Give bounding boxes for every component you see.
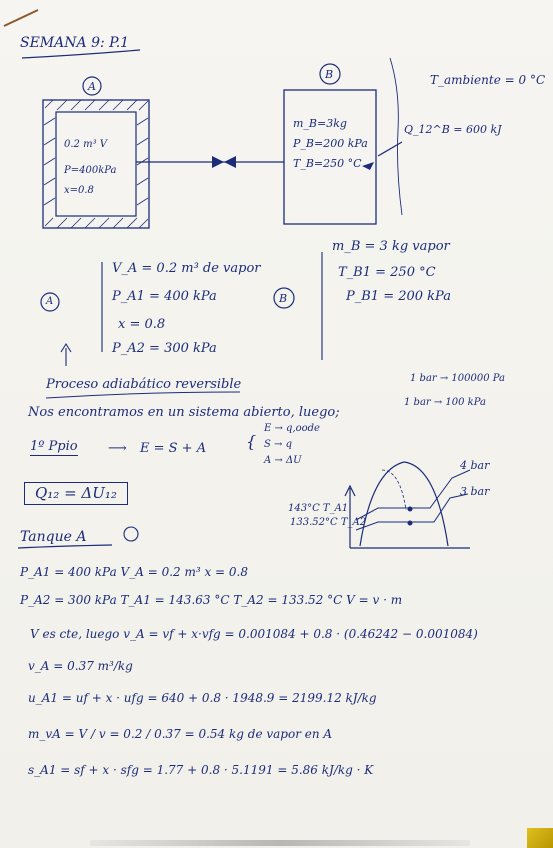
ts-label-t2: 133.52°C T_A2 [290,517,367,528]
given-a-line-4: P_A2 = 300 kPa [112,341,217,356]
tank-b-line-1: m_B=3kg [293,117,347,130]
tank-a-hatching [43,99,149,229]
valve-icon [212,156,236,168]
conversion-2: 1 bar → 100 kPa [404,397,486,408]
heat-arrow-icon [362,162,374,170]
ambient-temperature: T_ambiente = 0 °C [430,73,546,87]
result-box: Q₁₂ = ΔU₁₂ [24,482,128,505]
isobar-high [355,469,471,521]
process-statement: Proceso adiabático reversible [46,377,242,392]
tank-b-label: B [325,68,334,81]
given-a-line-2: P_A1 = 400 kPa [112,289,217,304]
up-arrow-icon [60,342,72,353]
given-b-line-3: P_B1 = 200 kPa [346,289,451,304]
given-b-line-1: m_B = 3 kg vapor [332,239,450,254]
given-a-line-3: x = 0.8 [118,317,166,332]
section-underline [17,544,113,549]
given-b-label: B [279,292,288,305]
state-point-2 [407,520,413,526]
row-3: V es cte, luego v_A = vf + x·vfg = 0.001… [30,627,478,641]
row-6: m_vA = V / v = 0.2 / 0.37 = 0.54 kg de v… [28,727,333,741]
ts-dome [359,461,449,547]
isobar-low [355,493,469,531]
given-a-line-1: V_A = 0.2 m³ de vapor [112,261,261,276]
tank-a-label-circle [82,76,102,96]
tank-b-line-3: T_B=250 °C [293,157,362,170]
title-underline [21,49,141,59]
corner-tab [527,828,553,848]
first-law-equation: E = S + A [140,441,207,456]
legend-line-1: E → q,oode [264,423,320,434]
page-title: SEMANA 9: P.1 [20,35,130,51]
ts-label-high: 4 bar [460,459,490,472]
tank-a-line-2: P=400kPa [64,165,117,176]
legend-brace: { [246,432,257,451]
process-underline [45,391,241,399]
row-1: P_A1 = 400 kPa V_A = 0.2 m³ x = 0.8 [20,565,249,579]
conversion-1: 1 bar → 100000 Pa [410,373,506,384]
ts-label-low: 3 bar [460,485,490,498]
tank-b-box [283,89,377,225]
ts-axis-arrow [344,484,356,497]
tank-a-label: A [88,80,96,93]
bottom-shadow [90,840,470,846]
section-circle [123,526,139,542]
boundary-line [389,57,403,216]
given-a-circle [40,292,60,312]
first-law-label: 1º Ppio [30,439,78,456]
legend-line-2: S → q [264,439,292,450]
ts-label-t1: 143°C T_A1 [288,503,349,514]
section-title: Tanque A [20,529,87,545]
row-2: P_A2 = 300 kPa T_A1 = 143.63 °C T_A2 = 1… [20,593,403,607]
system-statement: Nos encontramos en un sistema abierto, l… [28,405,340,420]
row-4: v_A = 0.37 m³/kg [28,659,133,673]
state-point-1 [407,506,413,512]
tank-a-inner [55,111,137,217]
tank-a-outer [42,99,150,229]
heat-transfer: Q_12^B = 600 kJ [404,123,502,136]
given-b-line-2: T_B1 = 250 °C [338,265,436,280]
first-law-arrow-icon: ⟶ [108,441,127,456]
given-a-label: A [46,296,54,307]
row-5: u_A1 = uf + x · ufg = 640 + 0.8 · 1948.9… [28,691,377,705]
given-b-circle [273,287,295,309]
pencil-mark [3,9,39,27]
tank-a-line-1: 0.2 m³ V [64,139,107,150]
tank-b-label-circle [319,63,341,85]
row-7: s_A1 = sf + x · sfg = 1.77 + 0.8 · 5.119… [28,763,374,777]
tank-a-line-3: x=0.8 [64,185,94,196]
legend-line-3: A → ΔU [264,455,302,466]
tank-b-line-2: P_B=200 kPa [293,137,368,150]
